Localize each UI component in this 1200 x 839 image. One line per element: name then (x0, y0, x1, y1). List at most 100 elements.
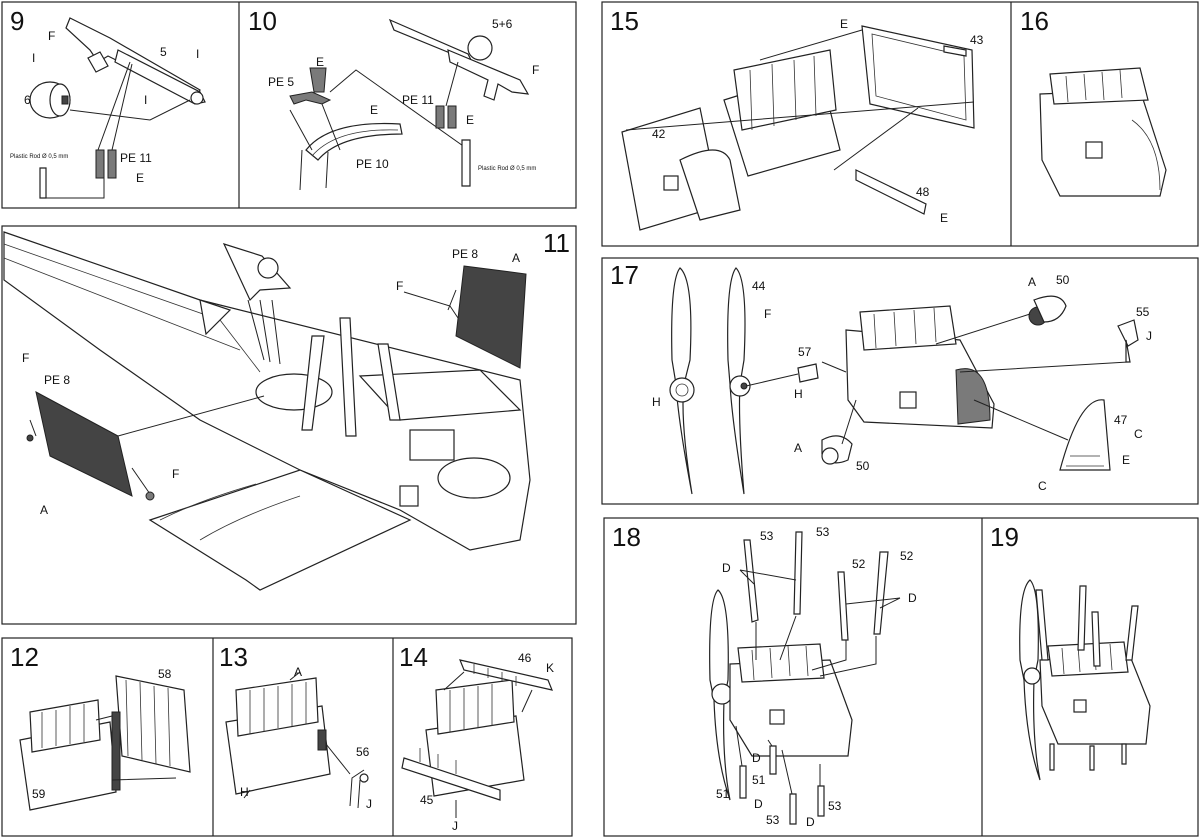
part-label: 52 (900, 549, 914, 563)
part-label: 53 (816, 525, 830, 539)
cylinder-bank-part (235, 677, 319, 737)
step-number: 11 (543, 228, 570, 258)
wing-rib-line (159, 483, 257, 521)
cowling-vent (769, 709, 785, 725)
part-label: I (32, 51, 35, 65)
part-46-manifold (459, 659, 553, 691)
leader-line (403, 291, 459, 319)
step-number: 19 (990, 522, 1019, 552)
step-12-drawing: 58 59 (19, 667, 191, 811)
step-14-drawing: 46 K 45 J (401, 651, 554, 833)
cylinder-line (449, 684, 493, 732)
part-label: F (22, 351, 29, 365)
part-label: E (136, 171, 144, 185)
step-10-drawing: PE 5 E E PE 10 5+6 F PE 11 E Plastic Rod… (268, 17, 539, 191)
arrow-line (289, 103, 341, 151)
arrow-line (625, 29, 975, 171)
hub-bolts (675, 383, 689, 397)
part-label: 42 (652, 127, 666, 141)
part-label: PE 11 (120, 151, 152, 165)
cylinder-line (1065, 69, 1123, 103)
cylinder-line (41, 704, 85, 748)
cylinder-bank-part (29, 699, 101, 753)
part-label: Plastic Rod Ø 0,5 mm (478, 166, 536, 172)
part-label: PE 8 (452, 247, 478, 261)
fuselage-window (399, 485, 419, 507)
part-label: E (316, 55, 324, 69)
part-53-strut (793, 531, 803, 615)
part-label: F (532, 63, 539, 77)
propeller-hub (1023, 667, 1041, 685)
mount-part (317, 729, 327, 751)
cowling-vent (1085, 141, 1103, 159)
gasket-part (111, 711, 121, 791)
part-label: H (794, 387, 803, 401)
part-label: A (1028, 275, 1036, 289)
part-label: 50 (856, 459, 870, 473)
cylinder-line (249, 682, 307, 734)
ammo-drum-part (467, 35, 493, 61)
part-label: D (752, 751, 761, 765)
part-label: 6 (24, 93, 31, 107)
part-label: E (1122, 453, 1130, 467)
cover-inner (871, 33, 967, 121)
muzzle-part (190, 91, 204, 105)
part-label: 46 (518, 651, 532, 665)
rod-end (26, 434, 34, 442)
cover-tab (943, 45, 967, 57)
step-19-drawing (1019, 579, 1151, 781)
cover-rib (125, 679, 171, 767)
step-number: 17 (610, 260, 639, 290)
step-number: 12 (10, 642, 39, 672)
gun-grip-part (87, 51, 109, 73)
part-label: J (1146, 329, 1152, 343)
part-label: PE 11 (402, 93, 434, 107)
part-53-leg (789, 793, 797, 825)
leader-line (46, 178, 105, 199)
part-label: A (794, 441, 802, 455)
manifold-port (473, 664, 517, 686)
rear-cockpit (409, 429, 455, 461)
arrow-line (745, 313, 1129, 445)
part-label: D (806, 815, 815, 829)
landing-leg-part (1049, 743, 1127, 771)
spinner-line (1066, 455, 1104, 467)
upper-wing-part (358, 369, 522, 421)
cowling-opening (437, 457, 511, 499)
machine-gun-part (447, 49, 530, 101)
part-label: 59 (32, 787, 46, 801)
part-label: 57 (798, 345, 812, 359)
cowling-curve (679, 149, 741, 221)
cowled-engine-part (729, 659, 853, 757)
part-53-leg (817, 785, 825, 817)
leader-line (69, 99, 191, 121)
part-label: 45 (420, 793, 434, 807)
part-label: 56 (356, 745, 370, 759)
part-label: PE 5 (268, 75, 294, 89)
step-16-drawing (1039, 67, 1167, 197)
part-label: 55 (1136, 305, 1150, 319)
step-13-drawing: A 56 H J (225, 665, 372, 811)
cylinder-line (751, 645, 809, 681)
part-label: J (366, 797, 372, 811)
strut-part (377, 343, 401, 421)
step-11-drawing: PE 8 A F PE 8 F A F (3, 231, 531, 591)
lower-wing-part (148, 469, 412, 591)
part-52-strut (873, 551, 889, 635)
pe8-radiator-grille (455, 265, 527, 369)
intake-opening (821, 447, 839, 465)
exhaust-stack (419, 748, 457, 774)
step-17-drawing: 44 F A 50 55 J 57 H H A 50 47 C E C (652, 267, 1152, 495)
part-label: 51 (716, 787, 730, 801)
arrow-line (445, 61, 459, 107)
ammo-drum-face (49, 83, 71, 117)
step-number: 15 (610, 6, 639, 36)
part-51-leg (769, 745, 777, 775)
propeller-hub (729, 375, 751, 397)
part-label: 53 (828, 799, 842, 813)
arrow-line (755, 615, 877, 677)
part-label: D (908, 591, 917, 605)
plastic-rod-part (39, 167, 47, 199)
part-label: E (466, 113, 474, 127)
part-48-strip (855, 169, 927, 215)
